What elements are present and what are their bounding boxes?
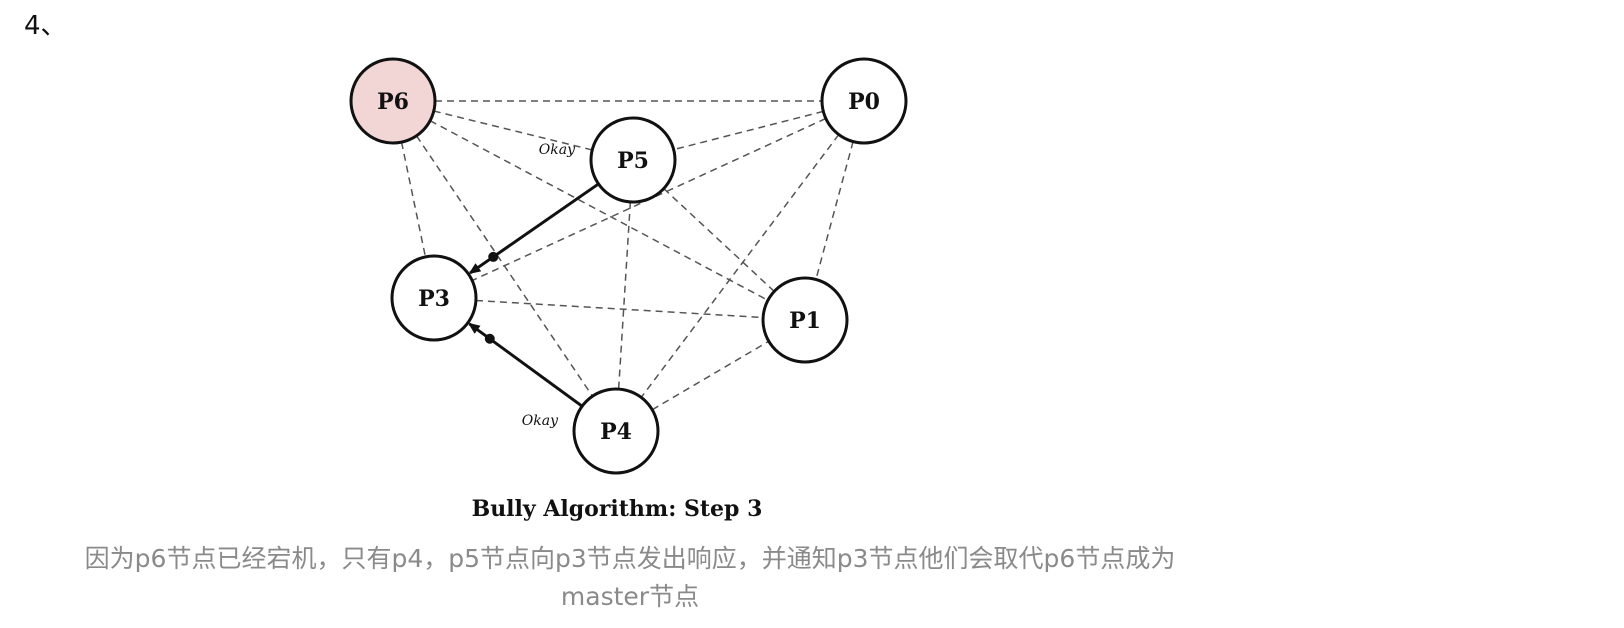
message-arrow-marker-p4 bbox=[484, 333, 495, 344]
dashed-link-p5-p1 bbox=[663, 188, 775, 292]
dashed-link-p6-p3 bbox=[400, 141, 427, 258]
node-circle-p1 bbox=[761, 276, 849, 364]
dashed-link-p6-p5 bbox=[433, 110, 593, 151]
caption-line-1: 因为p6节点已经宕机，只有p4，p5节点向p3节点发出响应，并通知p3节点他们会… bbox=[84, 544, 1176, 573]
dashed-links-layer bbox=[400, 100, 854, 411]
node-p1: P1 bbox=[761, 276, 849, 364]
message-label-p5: Okay bbox=[539, 142, 576, 158]
node-p5: P5 bbox=[589, 116, 677, 204]
caption: 因为p6节点已经宕机，只有p4，p5节点向p3节点发出响应，并通知p3节点他们会… bbox=[30, 540, 1230, 616]
dashed-link-p4-p1 bbox=[651, 340, 770, 411]
step-number: 4、 bbox=[24, 11, 67, 41]
node-label-p1: P1 bbox=[789, 308, 821, 334]
node-circle-p0 bbox=[820, 57, 908, 145]
node-circle-p6 bbox=[349, 57, 437, 145]
dashed-link-p0-p1 bbox=[815, 141, 854, 280]
node-p0: P0 bbox=[820, 57, 908, 145]
node-label-p6: P6 bbox=[377, 89, 409, 115]
node-p4: P4 bbox=[572, 387, 660, 475]
dashed-link-p3-p1 bbox=[475, 299, 764, 319]
dashed-link-p5-p4 bbox=[617, 201, 632, 390]
node-circle-p5 bbox=[589, 116, 677, 204]
dashed-link-p0-p5 bbox=[673, 110, 824, 151]
dashed-link-p6-p1 bbox=[429, 120, 769, 301]
node-p6: P6 bbox=[349, 57, 437, 145]
message-arrow-marker-p5 bbox=[488, 251, 499, 262]
caption-line-2: master节点 bbox=[560, 582, 700, 611]
node-p3: P3 bbox=[390, 254, 478, 342]
dashed-link-p0-p4 bbox=[640, 134, 840, 398]
node-circle-p4 bbox=[572, 387, 660, 475]
message-label-p4: Okay bbox=[522, 413, 559, 429]
node-circle-p3 bbox=[390, 254, 478, 342]
node-label-p5: P5 bbox=[617, 148, 649, 174]
node-label-p0: P0 bbox=[848, 89, 880, 115]
node-label-p3: P3 bbox=[418, 286, 450, 312]
node-label-p4: P4 bbox=[600, 419, 632, 445]
diagram-title: Bully Algorithm: Step 3 bbox=[472, 496, 763, 522]
